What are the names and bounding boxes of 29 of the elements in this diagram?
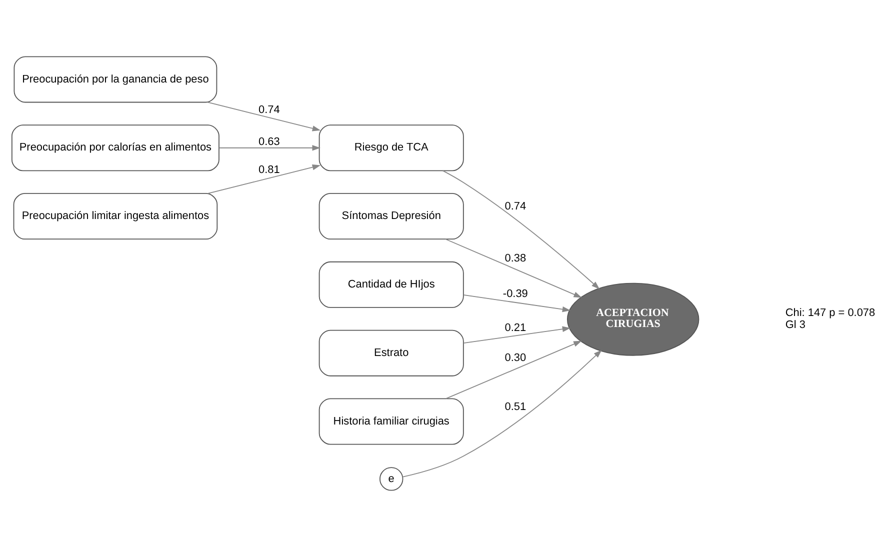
label: Gl 3: [785, 319, 806, 332]
node-box: Preocupación por calorías en alimentos: [11, 124, 220, 172]
arrow: [463, 294, 571, 312]
arrow: [218, 144, 320, 151]
edge-label: 0.30: [504, 352, 526, 364]
edge-label: 0.38: [504, 252, 526, 265]
node-box: Estrato: [318, 330, 464, 376]
node-box: Preocupación limitar ingesta alimentos: [13, 193, 218, 240]
arrow: [208, 102, 321, 132]
arrow: [208, 164, 321, 194]
edge-label: 0.74: [504, 200, 526, 213]
label: Chi: 147 p = 0.078: [785, 307, 876, 320]
arrow: [445, 238, 582, 298]
node-box: Preocupación por la ganancia de peso: [14, 56, 218, 103]
edge-label: 0.81: [258, 164, 280, 176]
node-box: Riesgo de TCA: [318, 124, 464, 172]
edge-label: -0.39: [502, 288, 528, 300]
edge-label: 0.21: [504, 322, 526, 334]
node-box: Síntomas Depresión: [318, 193, 464, 240]
node-circle: e: [380, 467, 404, 491]
arrow: [402, 350, 602, 478]
node-box: Cantidad de HIjos: [318, 261, 464, 308]
edge-label: 0.63: [258, 136, 280, 148]
arrow: [442, 170, 600, 290]
arrow: [446, 340, 582, 400]
edge-label: 0.74: [258, 104, 280, 116]
arrow: [463, 326, 571, 344]
edge-label: 0.51: [504, 401, 526, 414]
node-box: Historia familiar cirugias: [318, 398, 464, 445]
